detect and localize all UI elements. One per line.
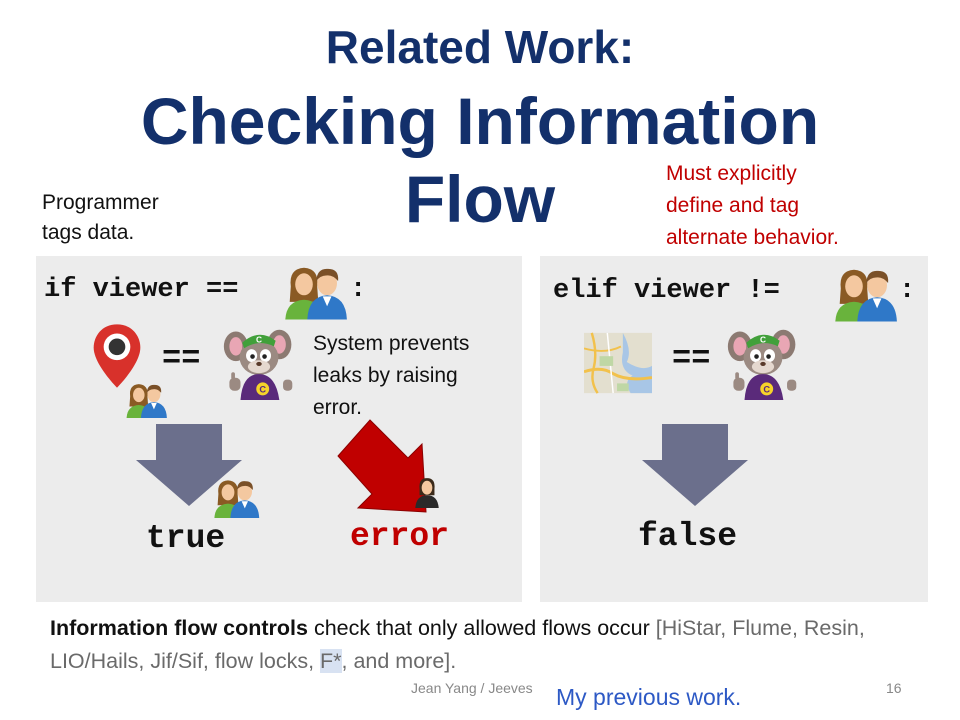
user-group-icon bbox=[282, 264, 348, 320]
down-arrow-icon bbox=[136, 424, 242, 506]
slide-title-flow: Flow bbox=[404, 162, 556, 236]
user-group-icon bbox=[124, 382, 168, 418]
if-condition-code: if viewer == bbox=[44, 275, 255, 305]
equals-operator: == bbox=[162, 340, 201, 377]
slide-title-main: Checking Information bbox=[140, 84, 820, 158]
result-error: error bbox=[350, 518, 450, 555]
error-arrow-icon bbox=[337, 419, 427, 513]
elif-condition-code: elif viewer != bbox=[553, 276, 797, 306]
equals-operator: == bbox=[672, 340, 711, 377]
footer-author: Jean Yang / Jeeves bbox=[411, 680, 533, 696]
programmer-note: Programmer tags data. bbox=[42, 191, 159, 244]
user-group-icon bbox=[210, 478, 262, 518]
left-code-panel bbox=[36, 256, 522, 602]
my-previous-work-note: My previous work. bbox=[556, 684, 742, 710]
result-false: false bbox=[638, 518, 738, 555]
slide-title-line1: Related Work: bbox=[325, 21, 635, 73]
slide-title-line2: Checking Information Flow bbox=[0, 82, 960, 238]
map-pin-icon bbox=[92, 322, 142, 390]
result-true: true bbox=[146, 520, 226, 557]
mascot-icon bbox=[220, 326, 298, 400]
info-flow-summary: Information flow controls check that onl… bbox=[50, 616, 865, 673]
system-prevents-note: System prevents leaks by raising error. bbox=[313, 332, 470, 419]
fstar-highlight: F* bbox=[320, 649, 342, 673]
page-number: 16 bbox=[886, 680, 902, 696]
mascot-icon bbox=[724, 326, 802, 400]
must-define-note: Must explicitly define and tag alternate… bbox=[666, 162, 839, 249]
elif-condition-colon: : bbox=[899, 276, 916, 306]
down-arrow-icon bbox=[642, 424, 748, 506]
user-group-icon bbox=[832, 266, 898, 322]
single-user-icon bbox=[414, 476, 440, 508]
map-thumbnail-icon bbox=[584, 332, 652, 394]
if-condition-colon: : bbox=[350, 275, 367, 305]
